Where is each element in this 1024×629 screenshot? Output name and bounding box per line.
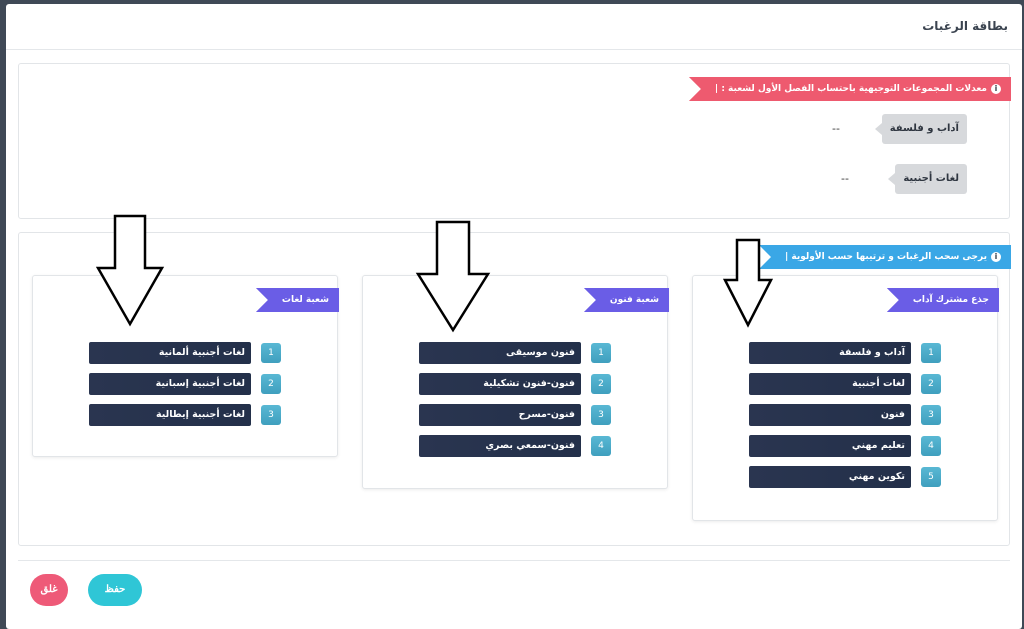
- wish-rank: 1: [591, 343, 611, 363]
- down-arrow-icon: [96, 214, 165, 327]
- average-value-languages: --: [841, 172, 849, 185]
- column-card-arts: شعبة فنون فنون موسيقى 1 فنون-فنون تشكيلية…: [362, 275, 669, 489]
- wish-rank: 3: [261, 405, 281, 425]
- column-card-languages: شعبة لغات لغات أجنبية ألمانية 1 لغات أجنب…: [32, 275, 339, 457]
- column-card-common-core: جذع مشترك آداب آداب و فلسفة 1 لغات أجنبية…: [692, 275, 999, 521]
- wish-label: لغات أجنبية إسبانية: [89, 373, 251, 395]
- wishes-panel: i يرجى سحب الرغبات و ترتيبها حسب الأولوية…: [18, 232, 1011, 546]
- wishes-ribbon: i يرجى سحب الرغبات و ترتيبها حسب الأولوية…: [759, 245, 1011, 269]
- wish-label: فنون: [749, 404, 911, 426]
- wish-rank: 1: [261, 343, 281, 363]
- close-button[interactable]: غلق: [30, 574, 68, 606]
- wish-rank: 3: [921, 405, 941, 425]
- save-button[interactable]: حفظ: [88, 574, 142, 606]
- modal-title: بطاقة الرغبات: [922, 19, 1008, 33]
- wishes-ribbon-text: يرجى سحب الرغبات و ترتيبها حسب الأولوية: [791, 252, 987, 262]
- wish-rank: 3: [591, 405, 611, 425]
- wish-rank: 2: [921, 374, 941, 394]
- wishes-modal: بطاقة الرغبات i معدلات المجموعات التوجيهي…: [6, 4, 1022, 629]
- wish-label: فنون-مسرح: [419, 404, 581, 426]
- column-title: شعبة فنون: [583, 288, 669, 312]
- average-label-literature: آداب و فلسفة: [874, 114, 967, 144]
- wish-label: لغات أجنبية: [749, 373, 911, 395]
- wish-label: فنون-فنون تشكيلية: [419, 373, 581, 395]
- down-arrow-icon: [723, 238, 773, 328]
- wish-label: فنون-سمعي بصري: [419, 435, 581, 457]
- wish-rank: 4: [921, 436, 941, 456]
- column-title: جذع مشترك آداب: [886, 288, 999, 312]
- wish-label: فنون موسيقى: [419, 342, 581, 364]
- average-value-literature: --: [832, 122, 840, 135]
- wish-label: تعليم مهني: [749, 435, 911, 457]
- footer-divider: [18, 560, 1010, 561]
- wish-rank: 2: [591, 374, 611, 394]
- wish-label: آداب و فلسفة: [749, 342, 911, 364]
- down-arrow-icon: [415, 220, 491, 333]
- wish-label: لغات أجنبية ألمانية: [89, 342, 251, 364]
- wish-label: تكوين مهني: [749, 466, 911, 488]
- modal-header: بطاقة الرغبات: [6, 4, 1022, 50]
- wish-rank: 5: [921, 467, 941, 487]
- average-label-languages: لغات أجنبية: [888, 164, 967, 194]
- wish-rank: 4: [591, 436, 611, 456]
- column-title: شعبة لغات: [255, 288, 339, 312]
- info-icon: i: [991, 83, 1001, 94]
- averages-panel: i معدلات المجموعات التوجيهية باحتساب الفص…: [18, 63, 1011, 219]
- averages-ribbon: i معدلات المجموعات التوجيهية باحتساب الفص…: [688, 77, 1011, 101]
- wish-rank: 1: [921, 343, 941, 363]
- info-icon: i: [991, 251, 1001, 262]
- wish-rank: 2: [261, 374, 281, 394]
- wish-label: لغات أجنبية إيطالية: [89, 404, 251, 426]
- averages-ribbon-text: معدلات المجموعات التوجيهية باحتساب الفصل…: [721, 84, 987, 94]
